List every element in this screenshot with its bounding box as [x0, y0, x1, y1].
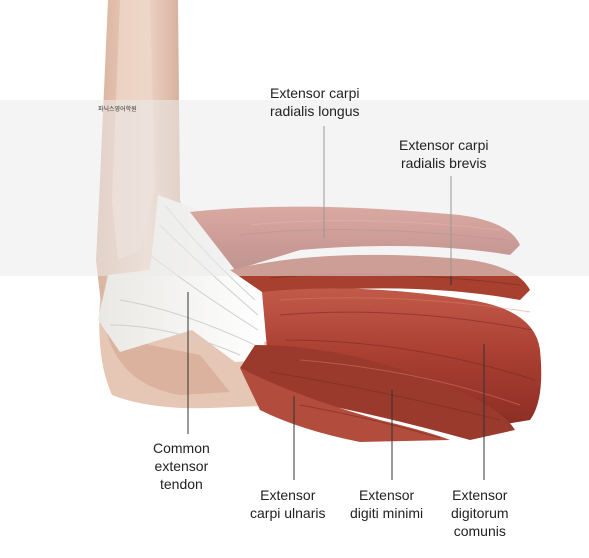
- edm-muscle: [240, 345, 515, 440]
- edc-muscle: [262, 288, 542, 425]
- label-ecrb: Extensor carpi radialis brevis: [399, 137, 489, 171]
- label-ecu: Extensor carpi ulnaris: [250, 487, 326, 521]
- watermark: 파닉스영어학원: [98, 107, 137, 113]
- label-edc: Extensor digitorum comunis: [451, 487, 509, 539]
- ecu-muscle: [240, 368, 450, 442]
- label-common-extensor-tendon: Common extensor tendon: [153, 440, 210, 492]
- label-ecrl: Extensor carpi radialis longus: [270, 85, 360, 119]
- highlight-band: [0, 100, 589, 276]
- label-edm: Extensor digiti minimi: [350, 487, 424, 521]
